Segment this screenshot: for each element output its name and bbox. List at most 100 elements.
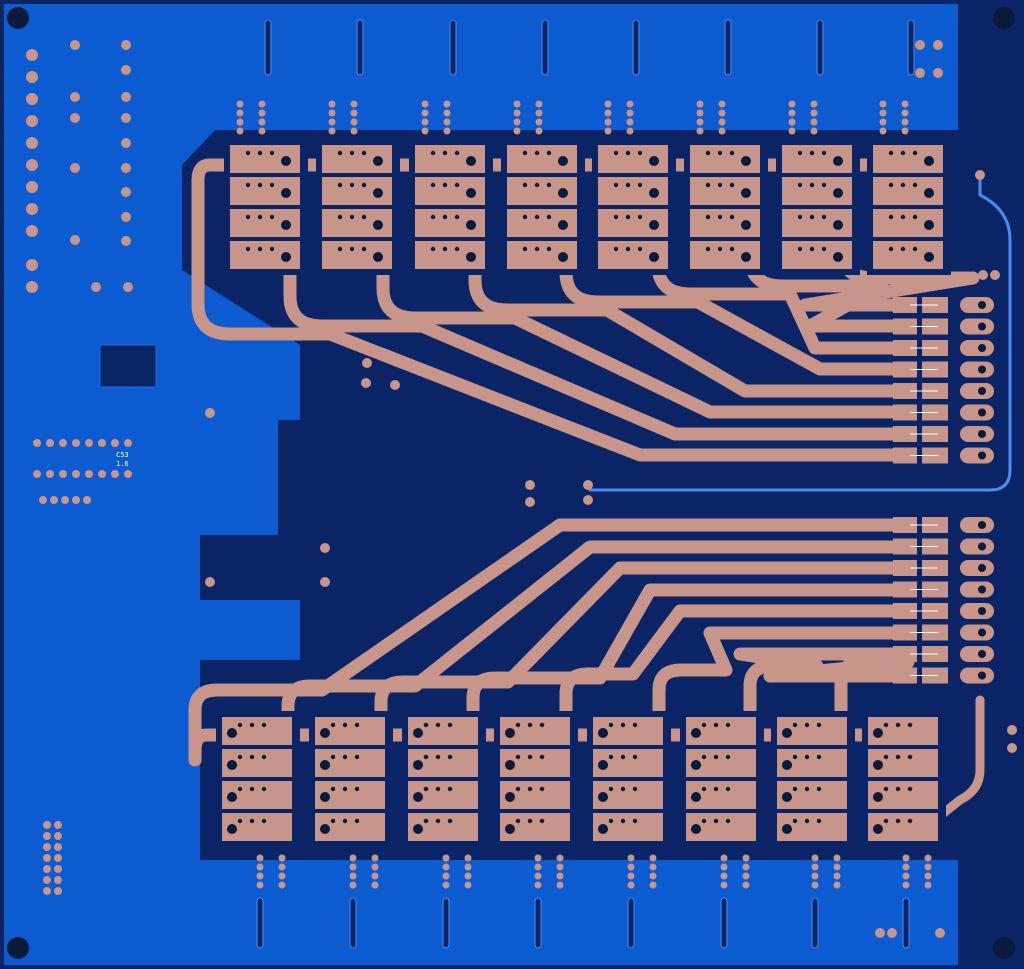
via <box>720 854 728 862</box>
pin <box>61 496 69 504</box>
pad-hole <box>717 214 723 220</box>
via-pad <box>525 480 535 490</box>
copper-pour-outer <box>4 4 958 965</box>
pad-hole <box>435 722 441 728</box>
connector-pad <box>960 538 994 555</box>
pad-hole-large <box>782 760 792 770</box>
via <box>349 854 357 862</box>
via <box>604 127 612 135</box>
via <box>256 881 264 889</box>
through-hole-pad <box>121 212 131 222</box>
power-module <box>867 139 951 275</box>
pad-hole <box>330 722 336 728</box>
via <box>513 127 521 135</box>
pad-hole <box>257 182 263 188</box>
via <box>901 118 909 126</box>
via <box>879 100 887 108</box>
pad-hole-large <box>741 156 751 166</box>
via <box>718 100 726 108</box>
pad-hole <box>269 182 275 188</box>
pad-hole <box>912 246 918 252</box>
silkscreen-labels: C53 1.6 <box>116 451 129 468</box>
ic-pin <box>85 470 93 478</box>
via <box>421 127 429 135</box>
via <box>788 127 796 135</box>
slot <box>632 19 640 76</box>
connector-hole <box>978 564 986 572</box>
pad-hole-large <box>373 188 383 198</box>
connector-hole <box>978 542 986 551</box>
pad-hole <box>237 786 243 792</box>
connector-pad <box>960 447 994 464</box>
pad-hole <box>546 214 552 220</box>
via <box>328 118 336 126</box>
connector-pad <box>893 426 917 442</box>
slot <box>627 897 635 949</box>
pad-hole-large <box>833 188 843 198</box>
via <box>256 854 264 862</box>
via <box>513 118 521 126</box>
ic-pin <box>46 470 54 478</box>
copper-pour <box>4 4 1020 965</box>
pad-hole <box>534 182 540 188</box>
power-module <box>862 711 946 847</box>
connector-pad <box>960 426 994 442</box>
via <box>534 863 542 871</box>
power-module <box>776 139 860 275</box>
via <box>604 109 612 117</box>
ic-pin <box>72 470 80 478</box>
power-module <box>309 711 393 847</box>
pad-hole-large <box>558 220 568 230</box>
pad-hole-large <box>649 156 659 166</box>
through-hole-pad <box>26 225 38 237</box>
connector-pad <box>893 667 917 684</box>
via <box>258 100 266 108</box>
slot <box>349 897 357 949</box>
pad-hole-large <box>782 728 792 738</box>
via <box>513 109 521 117</box>
pad-hole <box>620 754 626 760</box>
through-hole-pad <box>121 187 131 197</box>
power-module <box>224 139 308 275</box>
pad-hole <box>534 214 540 220</box>
ic-pin <box>59 439 67 447</box>
via-pad <box>583 480 593 490</box>
via <box>535 127 543 135</box>
via <box>556 863 564 871</box>
connector-pad <box>960 404 994 421</box>
pad-hole <box>361 214 367 220</box>
pad-hole <box>527 754 533 760</box>
pad-hole-large <box>281 156 291 166</box>
mounting-hole <box>7 7 29 29</box>
via <box>901 100 909 108</box>
through-hole-pad <box>26 159 38 171</box>
via <box>442 854 450 862</box>
via-pad <box>205 577 215 587</box>
pad-hole-large <box>413 728 423 738</box>
via-pad <box>361 378 371 388</box>
connector-pad <box>960 560 994 576</box>
pad-hole <box>349 150 355 156</box>
pad-hole <box>613 182 619 188</box>
power-module <box>402 711 486 847</box>
via <box>371 881 379 889</box>
header-pin <box>43 832 51 840</box>
pad-hole <box>625 246 631 252</box>
via <box>696 109 704 117</box>
power-module <box>409 139 493 275</box>
pad-hole <box>337 182 343 188</box>
via-pad <box>320 577 330 587</box>
through-hole-pad <box>26 137 38 149</box>
pad-hole <box>447 722 453 728</box>
via <box>236 100 244 108</box>
via <box>328 127 336 135</box>
via <box>901 127 909 135</box>
pad-hole <box>705 150 711 156</box>
connector-hole <box>978 650 986 658</box>
slot <box>449 19 457 76</box>
pad-hole <box>888 246 894 252</box>
connector-hole <box>978 387 986 395</box>
via <box>788 109 796 117</box>
power-module <box>771 711 855 847</box>
via-pad <box>390 380 400 390</box>
